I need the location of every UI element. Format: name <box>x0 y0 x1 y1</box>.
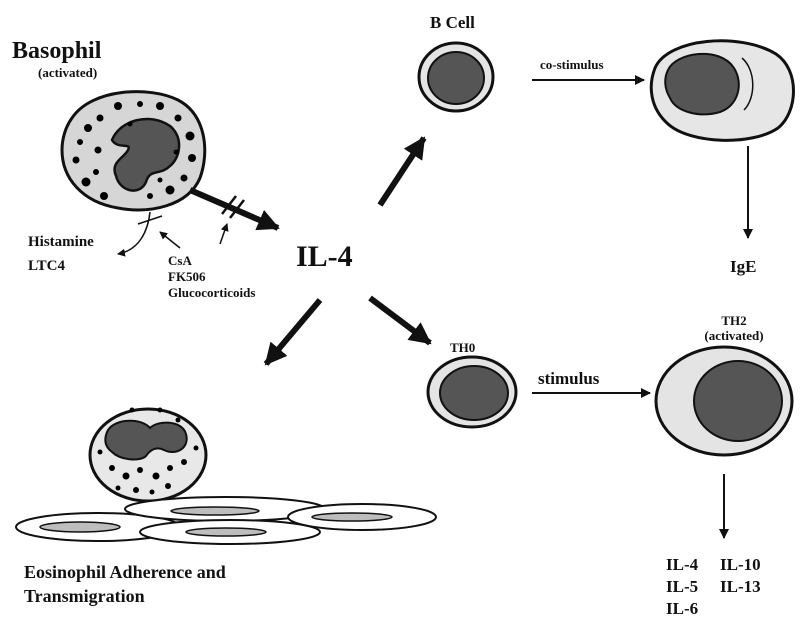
ige-label: IgE <box>730 258 756 277</box>
cytokine-il6: IL-6 <box>666 600 698 619</box>
th0-label: TH0 <box>450 341 475 355</box>
cytokine-il5: IL-5 <box>666 578 698 597</box>
il4-to-bcell-arrow <box>380 138 424 205</box>
activated-b-cell <box>651 41 793 141</box>
b-cell <box>419 43 493 111</box>
il4-center-label: IL-4 <box>296 240 353 273</box>
co-stimulus-label: co-stimulus <box>540 58 604 72</box>
cytokine-il4: IL-4 <box>666 556 698 575</box>
inhibitor-arrow-mediator <box>160 232 180 248</box>
mediator-ltc4: LTC4 <box>28 258 65 275</box>
endothelium-layer <box>16 497 436 544</box>
stimulus-label: stimulus <box>538 370 599 389</box>
cytokine-il13: IL-13 <box>720 578 761 597</box>
eosinophil-cell <box>90 408 206 502</box>
th2-cell <box>656 347 792 455</box>
basophil-to-il4-arrow <box>190 190 278 228</box>
b-cell-label: B Cell <box>430 14 475 33</box>
eosinophil-caption-line1: Eosinophil Adherence and <box>24 563 226 583</box>
inhibitor-csa: CsA <box>168 254 192 268</box>
basophil-state: (activated) <box>38 66 97 80</box>
il4-to-eosinophil-arrow <box>266 300 320 364</box>
cytokine-il10: IL-10 <box>720 556 761 575</box>
th2-state: (activated) <box>686 329 782 343</box>
th2-label: TH2 <box>686 314 782 328</box>
inhibitor-glucocorticoids: Glucocorticoids <box>168 286 255 300</box>
inhibitor-arrow-release <box>220 224 227 244</box>
basophil-cell <box>62 92 205 210</box>
th0-cell <box>428 357 516 427</box>
mediator-release-arrow <box>118 212 150 254</box>
basophil-title: Basophil <box>12 38 101 64</box>
inhibitor-fk506: FK506 <box>168 270 206 284</box>
mediator-histamine: Histamine <box>28 234 94 251</box>
il4-to-th0-arrow <box>370 298 430 343</box>
eosinophil-caption-line2: Transmigration <box>24 587 145 607</box>
